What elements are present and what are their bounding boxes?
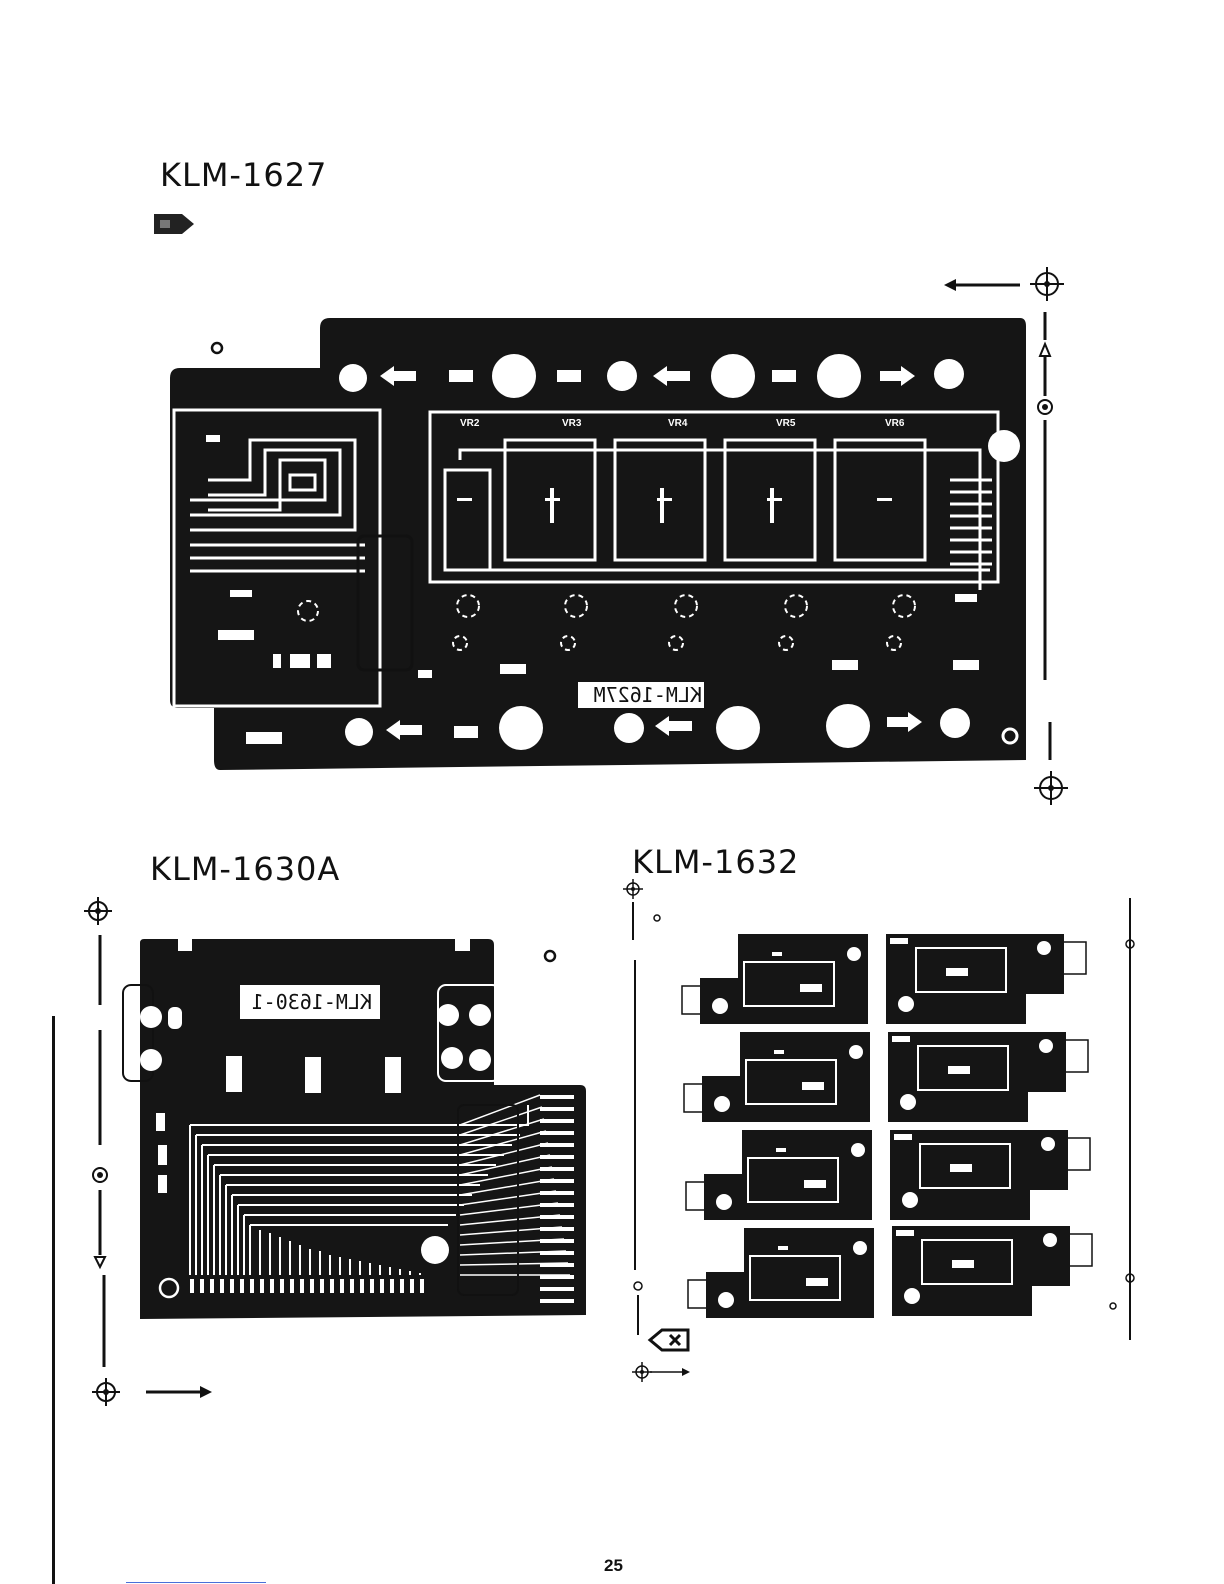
arrow-right-icon [146, 1386, 212, 1398]
vr-label: VR4 [668, 418, 688, 429]
pcb-klm-1632 [620, 880, 1150, 1390]
page-number: 25 [604, 1556, 623, 1576]
pcb-klm-1630a: KLM-1630-1 [80, 895, 600, 1405]
vr-label: VR3 [562, 418, 582, 429]
registration-mark-icon [632, 1362, 652, 1382]
registration-mark-icon [1030, 267, 1064, 301]
registration-mark-icon [92, 1378, 120, 1406]
footer-link-underline [126, 1582, 266, 1583]
delete-tag-icon [650, 1330, 688, 1350]
vr-label: VR5 [776, 418, 796, 429]
registration-mark-icon [623, 879, 643, 899]
board-title-klm-1627: KLM-1627 [160, 156, 327, 194]
arrow-left-icon [944, 279, 1020, 291]
vr-label: VR6 [885, 418, 905, 429]
silkscreen-label: KLM-1627M [594, 683, 702, 707]
board-title-klm-1630a: KLM-1630A [150, 850, 340, 888]
registration-mark-icon [1034, 771, 1068, 805]
vr-label: VR2 [460, 418, 480, 429]
silkscreen-label: KLM-1630-1 [252, 990, 372, 1014]
flag-arrow-icon [152, 210, 198, 238]
pcb-klm-1627: VR2 VR3 VR4 VR5 VR6 KLM-1627M [160, 260, 1080, 800]
board-title-klm-1632: KLM-1632 [632, 843, 799, 881]
arrow-right-icon [650, 1368, 690, 1376]
registration-mark-icon [84, 897, 112, 925]
page-margin-rule [52, 1016, 55, 1584]
